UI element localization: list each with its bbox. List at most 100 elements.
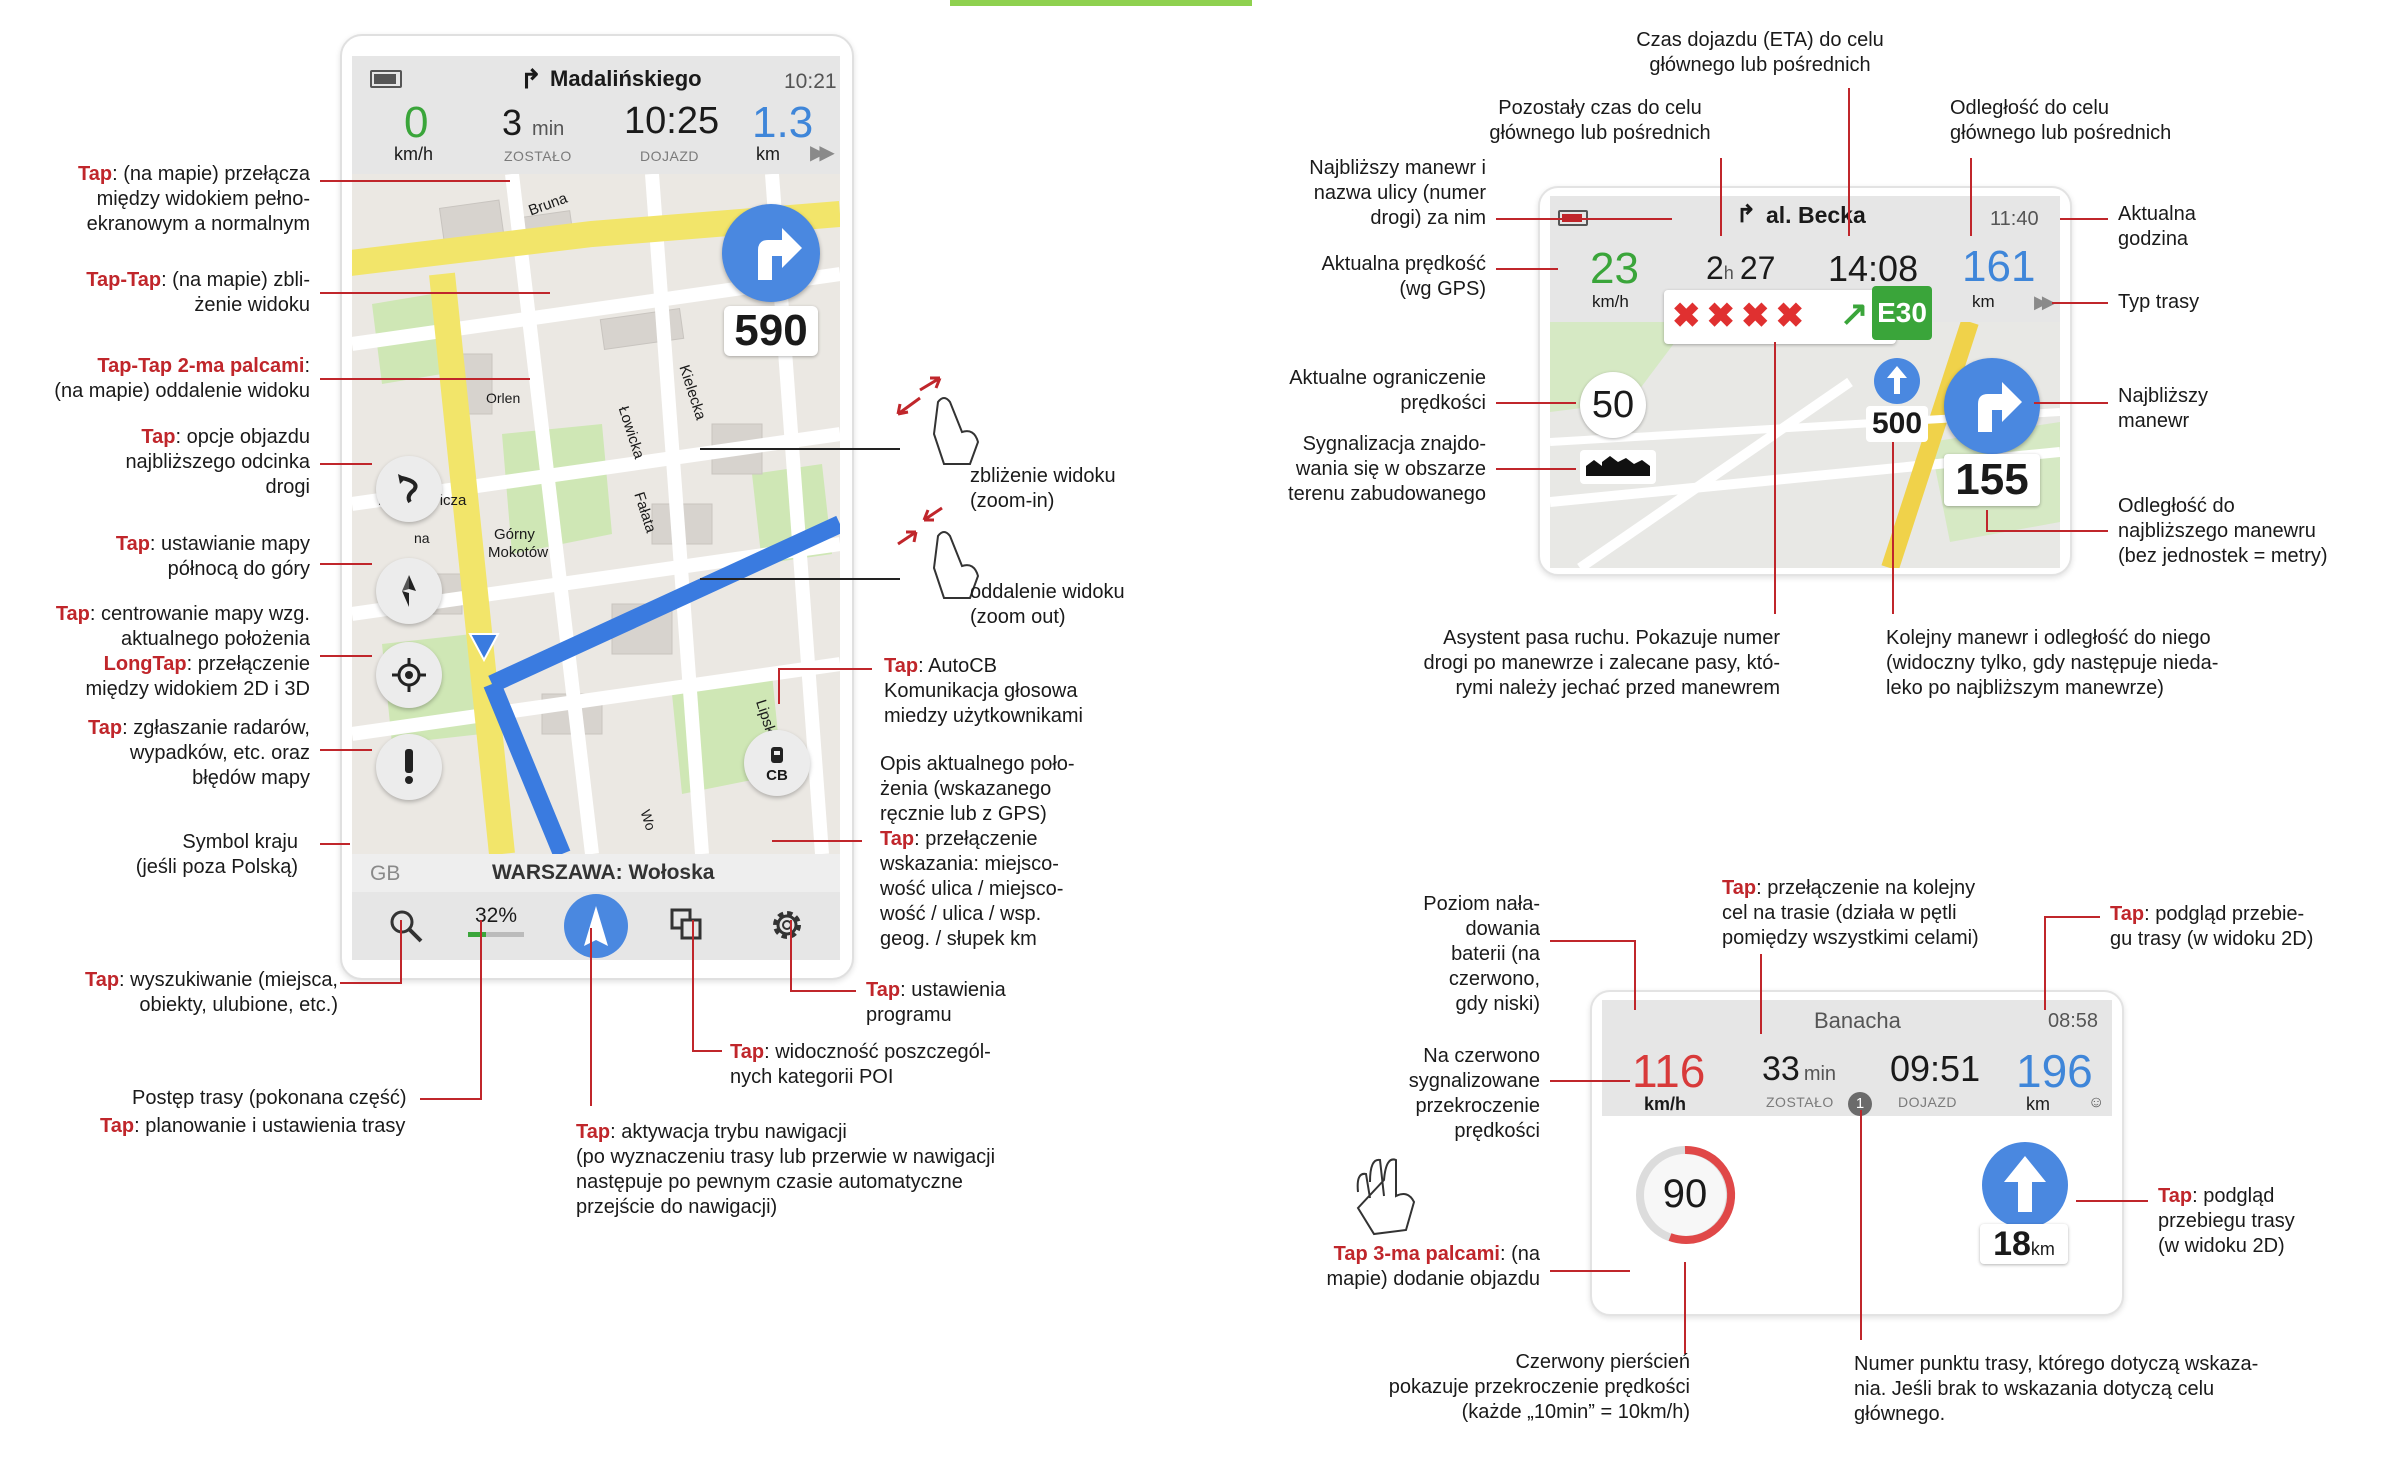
- ann-zoom-in: zbliżenie widoku(zoom-in): [970, 465, 1116, 512]
- nav-speed-unit: km/h: [1592, 292, 1629, 311]
- built-up-area-icon: [1580, 450, 1656, 484]
- pinch-zoom-in-icon: [896, 376, 980, 465]
- road-number-badge: E30: [1872, 286, 1932, 340]
- maneuver-arrow-button[interactable]: [1944, 358, 2040, 454]
- ann-built-up: Sygnalizacja znajdo-wania się w obszarze…: [1288, 433, 1486, 505]
- leader-line: [2060, 218, 2108, 220]
- leader-line: [778, 668, 872, 670]
- compass-button[interactable]: [376, 558, 442, 624]
- eta-label: DOJAZD: [640, 148, 699, 164]
- leader-line: [1774, 342, 1776, 614]
- compact-clock: 08:58: [2048, 1010, 2099, 1032]
- ann-center: Tap: centrowanie mapy wzg.aktualnego poł…: [55, 603, 310, 700]
- leader-line: [420, 1098, 482, 1100]
- leader-line: [778, 668, 780, 704]
- leader-line: [772, 840, 862, 842]
- center-location-button[interactable]: [376, 642, 442, 708]
- leader-line: [1684, 1262, 1686, 1354]
- map-view[interactable]: Bruna Orlen Danielewicza Górny Mokotów Ł…: [352, 174, 840, 854]
- lane-allowed-icon: ↗: [1840, 295, 1869, 333]
- location-bar[interactable]: GB WARSZAWA: Wołoska: [352, 854, 840, 892]
- map-label-na: na: [414, 530, 430, 546]
- eta-value: 10:25: [624, 100, 720, 142]
- compact-maneuver-value: 18: [1993, 1225, 2031, 1263]
- route-type-icon: ▶▶: [2034, 292, 2056, 312]
- route-progress-button[interactable]: 32%: [468, 904, 524, 937]
- clock: 10:21: [784, 70, 837, 93]
- route-type-icon: ☺: [2088, 1094, 2105, 1111]
- leader-line: [2034, 402, 2108, 404]
- turn-right-icon: ↱: [1736, 201, 1757, 228]
- compact-distance-unit: km: [2026, 1094, 2050, 1114]
- remaining-unit: min: [532, 118, 565, 140]
- leader-line: [320, 563, 372, 565]
- route-progress-text: 32%: [474, 904, 518, 927]
- straight-arrow-icon: [2004, 1156, 2046, 1212]
- compact-speed-limit: 90: [1662, 1172, 1708, 1216]
- leader-line: [692, 1050, 722, 1052]
- leader-line: [790, 920, 792, 992]
- maneuver-arrow-button[interactable]: [722, 204, 820, 302]
- crosshair-icon: [392, 658, 426, 692]
- leader-line: [2076, 1200, 2148, 1202]
- ann-speed: Aktualna prędkość(wg GPS): [1321, 253, 1486, 300]
- ann-route-preview: Tap: podgląd przebie-gu trasy (w widoku …: [2110, 903, 2314, 950]
- battery-icon: [370, 70, 402, 88]
- ann-waypoint: Numer punktu trasy, którego dotyczą wska…: [1854, 1353, 2259, 1425]
- leader-line: [1550, 1270, 1630, 1272]
- ann-route-planning: Tap: planowanie i ustawienia trasy: [100, 1115, 406, 1137]
- leader-line: [1496, 468, 1576, 470]
- gear-icon: [773, 911, 801, 939]
- speed-ring-icon: [1636, 1145, 1736, 1244]
- leader-line: [700, 578, 900, 580]
- route-progress-fill: [468, 932, 486, 937]
- ann-country: Symbol kraju(jeśli poza Polską): [135, 831, 298, 878]
- remaining-label: ZOSTAŁO: [504, 148, 572, 164]
- leader-line: [590, 928, 592, 1106]
- remain-hours-unit: h: [1723, 263, 1734, 283]
- remain-value: 33: [1762, 1050, 1800, 1088]
- speed-unit: km/h: [394, 144, 434, 164]
- distance-value: 1.3: [752, 98, 814, 147]
- street-name: Madalińskiego: [550, 66, 702, 91]
- ann-report: Tap: zgłaszanie radarów,wypadków, etc. o…: [88, 717, 310, 789]
- compact-speed-unit: km/h: [1644, 1094, 1687, 1114]
- compact-eta-label: DOJAZD: [1898, 1094, 1957, 1110]
- autocb-button[interactable]: CB: [744, 730, 810, 796]
- leader-line: [1496, 218, 1672, 220]
- lane-assistant: ✖✖✖✖ ↗: [1664, 290, 1896, 344]
- leader-line: [320, 463, 372, 465]
- next-maneuver-distance: 500: [1866, 406, 1928, 442]
- bottom-toolbar: 32%: [352, 892, 840, 960]
- ann-progress: Postęp trasy (pokonana część): [132, 1087, 407, 1109]
- country-symbol: GB: [370, 862, 401, 885]
- report-button[interactable]: [376, 734, 442, 800]
- compact-maneuver-button[interactable]: [1982, 1142, 2068, 1228]
- nav-clock: 11:40: [1990, 208, 2039, 230]
- search-button[interactable]: [388, 908, 424, 949]
- turn-right-icon: [1978, 382, 2022, 432]
- phone-frame: ↱ Madalińskiego 10:21 0 km/h 3 min ZOSTA…: [340, 34, 854, 980]
- leader-line: [700, 448, 900, 450]
- remain-hours: 2: [1706, 250, 1724, 286]
- detour-button[interactable]: [376, 456, 442, 522]
- pinch-zoom-out-icon: [897, 506, 980, 599]
- leader-line: [320, 378, 530, 380]
- poi-visibility-button[interactable]: [670, 908, 704, 947]
- distance-unit: km: [756, 144, 780, 164]
- search-icon: [390, 910, 423, 943]
- map-label-gorny: Górny: [494, 526, 535, 543]
- remain-minutes: 27: [1739, 250, 1776, 286]
- settings-button[interactable]: [770, 908, 804, 947]
- leader-line: [1986, 530, 2108, 532]
- leader-line: [320, 655, 372, 657]
- navigate-button[interactable]: [564, 894, 628, 958]
